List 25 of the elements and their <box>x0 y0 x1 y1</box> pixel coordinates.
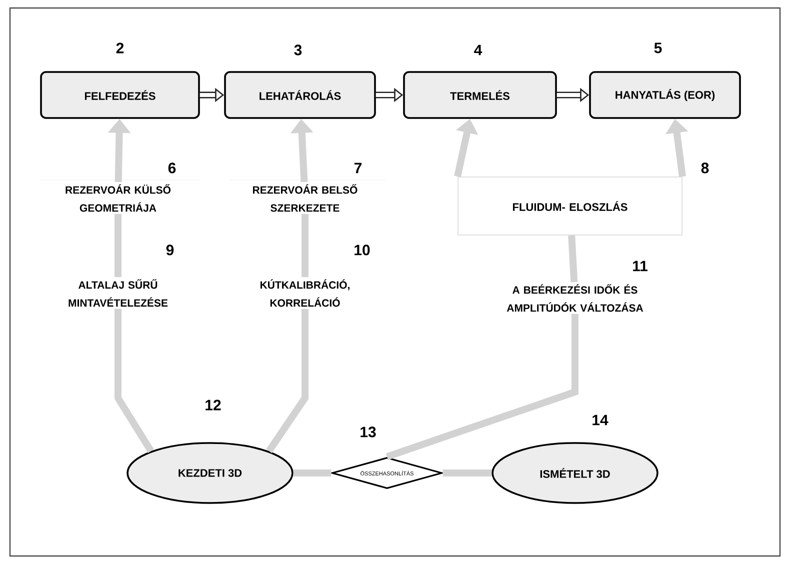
step-number: 6 <box>168 162 176 174</box>
step-number: 10 <box>354 244 370 256</box>
box-label: A BEÉRKEZÉSI IDŐK ÉS AMPLITÚDÓK VÁLTOZÁSA <box>506 284 644 312</box>
step-number: 14 <box>592 414 608 426</box>
step-number: 2 <box>116 42 124 54</box>
step-number: 7 <box>354 162 362 174</box>
step-number: 11 <box>633 260 648 272</box>
step-number: 8 <box>701 162 709 174</box>
text-frame: FLUIDUM- ELOSZLÁS <box>458 176 682 236</box>
step-number: 3 <box>294 44 302 56</box>
step-number: 4 <box>474 44 482 56</box>
step-number: 12 <box>206 400 221 410</box>
process-box: LEHATÁROLÁS <box>224 71 376 119</box>
box-label: ALTALAJ SŰRŰ MINTAVÉTELEZÉSE <box>68 279 168 307</box>
box-label: REZERVOÁR BELSŐ SZERKEZETE <box>253 184 358 212</box>
process-box: TERMELÉS <box>403 71 557 119</box>
process-box: FELFEDEZÉS <box>40 71 200 119</box>
box-label: KÚTKALIBRÁCIÓ, KORRELÁCIÓ <box>260 279 350 307</box>
step-number: 13 <box>360 426 376 438</box>
step-number: 5 <box>654 42 662 54</box>
ellipse-node: KEZDETI 3D <box>126 442 294 504</box>
process-box: HANYATLÁS (EOR) <box>589 71 741 119</box>
step-number: 9 <box>166 244 174 256</box>
box-label: REZERVOÁR KÜLSŐ GEOMETRIÁJA <box>66 184 171 212</box>
ellipse-node: ISMÉTELT 3D <box>492 442 658 504</box>
